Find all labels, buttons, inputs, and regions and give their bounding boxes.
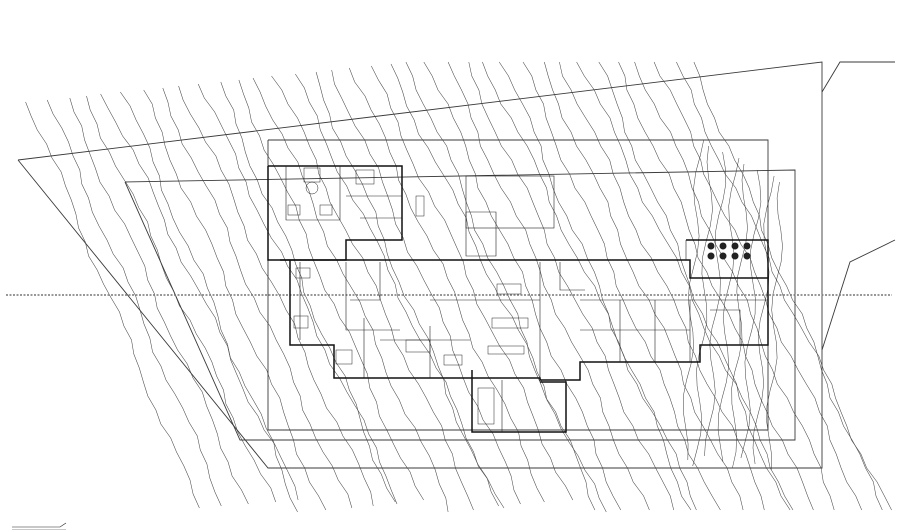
contour-line <box>120 91 298 513</box>
contour-line <box>544 61 744 511</box>
topographic-contour-lines <box>25 61 892 513</box>
contour-line <box>238 79 424 501</box>
contour-line <box>423 61 622 511</box>
contour-line <box>766 181 783 471</box>
contour-line <box>295 73 505 509</box>
contour-line <box>731 163 748 469</box>
contour-line <box>704 151 727 457</box>
contour-line <box>69 97 249 505</box>
contour-line <box>46 99 222 507</box>
contour-line <box>598 61 791 511</box>
scale-bar <box>12 522 67 530</box>
contour-line <box>271 75 474 511</box>
contour-line <box>100 93 299 501</box>
contour-line <box>618 61 814 511</box>
contour-line <box>522 61 721 511</box>
contour-line <box>162 87 353 509</box>
contour-line <box>25 101 200 509</box>
contour-line <box>390 63 607 513</box>
vehicle-parking-spaces <box>707 242 751 260</box>
contour-line <box>197 83 398 505</box>
contour-line <box>86 95 276 503</box>
contour-line <box>740 169 762 459</box>
contour-line <box>315 71 499 507</box>
building-floor-plan <box>267 165 769 433</box>
contour-line <box>447 61 650 511</box>
contour-line <box>349 67 545 503</box>
contour-line <box>559 61 765 511</box>
contour-line <box>752 175 775 465</box>
contour-line <box>468 61 674 511</box>
contour-line <box>331 69 521 505</box>
contour-line <box>498 61 692 511</box>
site-boundary <box>17 61 896 469</box>
contour-line <box>693 61 883 511</box>
contour-line <box>178 85 374 507</box>
contour-line <box>371 65 574 501</box>
contour-line <box>405 61 596 511</box>
contour-line <box>692 145 713 467</box>
contour-line <box>676 61 892 511</box>
contour-line <box>220 81 396 503</box>
contour-line <box>634 61 835 511</box>
contour-line <box>653 61 862 511</box>
contour-line <box>482 61 697 511</box>
